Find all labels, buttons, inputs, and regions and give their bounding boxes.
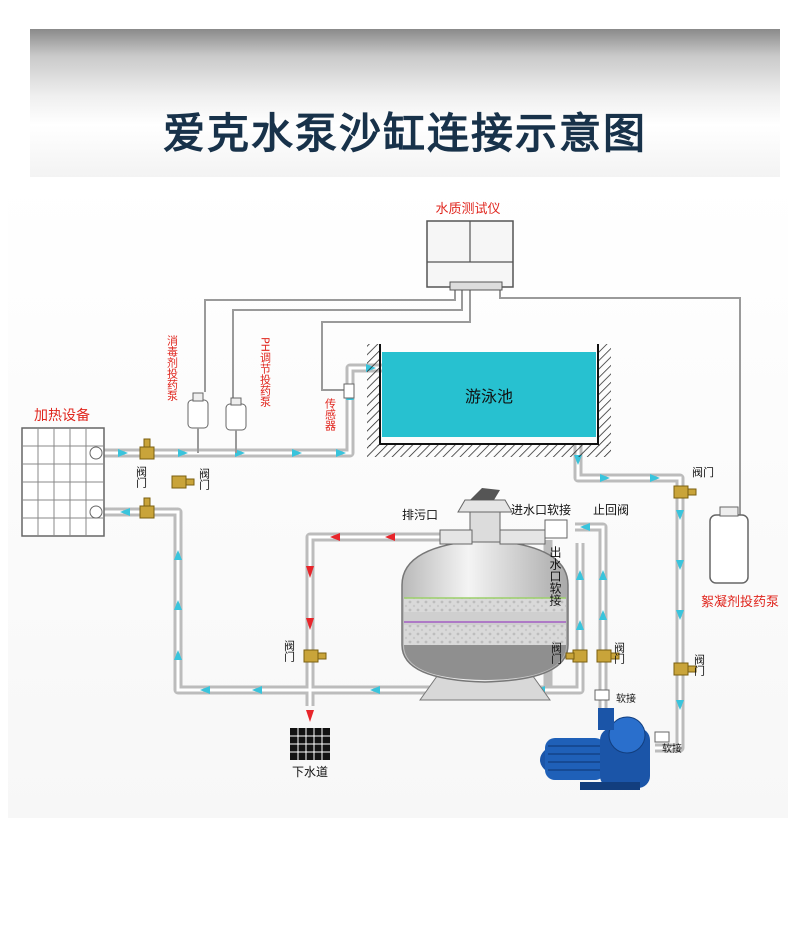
valve-icon (673, 662, 697, 676)
drain-port-label: 排污口 (402, 508, 438, 522)
control-wires (204, 287, 741, 515)
sand-filter (401, 488, 569, 701)
heater-label: 加热设备 (34, 407, 90, 424)
valve-label-7: 阀门 (693, 653, 706, 677)
water-pump (540, 689, 670, 790)
title-banner (30, 29, 780, 177)
valve-icon (139, 497, 155, 519)
valve-label-4: 阀门 (550, 641, 563, 665)
valve-label-3: 阀门 (283, 639, 296, 663)
valve-icon (139, 438, 155, 460)
valve-label-6: 阀门 (692, 465, 714, 479)
outlet-hose-label: 出水口软接 (548, 546, 562, 606)
valve-label-1: 阀门 (135, 465, 148, 489)
valve-label-2: 阀门 (198, 467, 211, 491)
heater (21, 427, 105, 537)
pool-label: 游泳池 (465, 387, 513, 406)
hose-label-2: 软接 (662, 742, 682, 755)
diagram-background (8, 178, 788, 818)
hose-label-1: 软接 (616, 692, 636, 705)
valve-icons (139, 438, 697, 676)
ph-pump-label: PH调节投药泵 (259, 337, 272, 407)
check-valve-label: 止回阀 (593, 503, 629, 517)
flocculant-pump-label: 絮凝剂投药泵 (701, 594, 779, 610)
inlet-hose-label: 进水口软接 (511, 502, 571, 517)
disinfectant-pump-label: 消毒剂投药泵 (166, 334, 179, 401)
ph-dosing-pump (225, 397, 247, 431)
flocculant-dosing-pump (709, 506, 749, 584)
valve-label-5: 阀门 (613, 641, 626, 665)
disinfectant-dosing-pump (187, 392, 209, 429)
valve-icon (171, 475, 195, 489)
sewer-label: 下水道 (292, 765, 328, 779)
valve-icon (303, 649, 327, 663)
valve-icon (565, 649, 588, 663)
valve-icon (673, 485, 697, 499)
sensor-label: 传感器 (324, 398, 337, 432)
sensor (343, 383, 355, 399)
drain-arrows (306, 533, 395, 722)
water-tester-label: 水质测试仪 (435, 202, 500, 217)
water-tester (426, 220, 514, 291)
valve-icon (596, 649, 620, 663)
sewer-grate (290, 728, 330, 760)
swimming-pool (367, 344, 611, 457)
page-title: 爱克水泵沙缸连接示意图 (162, 109, 647, 158)
